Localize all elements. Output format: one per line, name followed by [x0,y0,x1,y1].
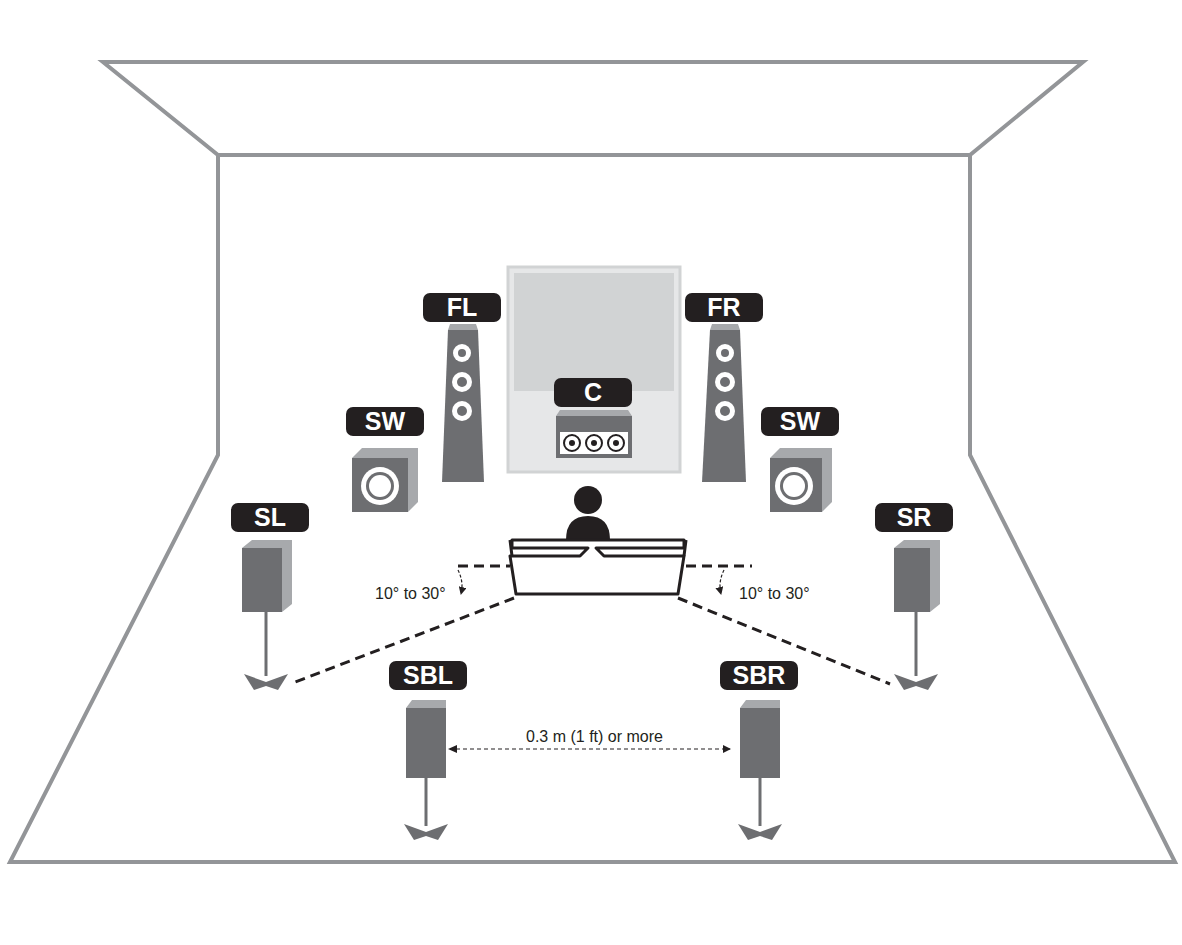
surround-back-left-tag: SBL [389,661,467,690]
speaker-code: C [584,378,602,406]
subwoofer-right [770,448,832,512]
front-right-tag: FR [685,293,763,322]
surround-back-left-speaker [404,700,448,840]
surround-left-speaker [242,540,292,690]
speaker-code: SBL [403,661,453,689]
surround-back-right-speaker [738,700,782,840]
surround-back-right-tag: SBR [720,661,798,690]
speaker-code: SBR [733,661,786,689]
center-speaker [556,410,632,458]
subwoofer-tag: SW [761,407,839,436]
listener [510,486,686,594]
center-tag: C [554,378,632,407]
surround-right-speaker [894,540,940,690]
angle-guides [290,566,890,684]
speaker-code: SW [365,407,405,435]
angle-label: 10° to 30° [373,584,448,603]
speaker-code: FR [707,293,740,321]
angle-label: 10° to 30° [737,584,812,603]
speaker-code: SR [897,503,932,531]
speaker-code: SL [254,503,286,531]
surround-right-tag: SR [875,503,953,532]
spacing-dimension [448,745,730,753]
front-left-speaker [442,324,484,482]
subwoofer-left [352,448,418,512]
front-left-tag: FL [423,293,501,322]
surround-left-tag: SL [231,503,309,532]
room-outline [10,62,1175,862]
speaker-code: FL [447,293,478,321]
front-right-speaker [702,324,746,482]
spacing-label: 0.3 m (1 ft) or more [524,727,665,746]
subwoofer-tag: SW [346,407,424,436]
tv [508,267,680,472]
speaker-code: SW [780,407,820,435]
